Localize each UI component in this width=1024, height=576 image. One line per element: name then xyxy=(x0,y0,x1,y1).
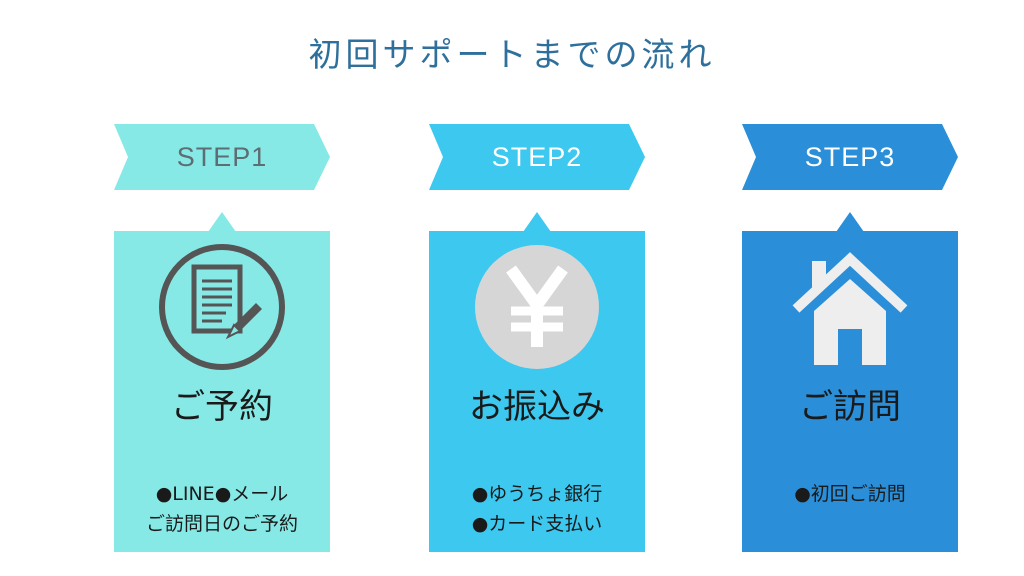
house-icon xyxy=(786,243,914,371)
step-2-banner: STEP2 xyxy=(429,124,645,190)
page-title: 初回サポートまでの流れ xyxy=(308,35,716,74)
chevron-banner-shape xyxy=(114,124,330,190)
step-2-card: お振込み ●ゆうちょ銀行 ●カード支払い xyxy=(429,212,645,552)
step-2-heading: お振込み xyxy=(469,387,605,427)
step-1-banner: STEP1 xyxy=(114,124,330,190)
step-1: STEP1 ご予約 ●LINE●メール ご訪問日のご予約 xyxy=(114,124,330,552)
description-line: ●カード支払い xyxy=(471,513,603,535)
step-2-description: ●ゆうちょ銀行 ●カード支払い xyxy=(429,479,645,539)
chevron-banner-shape xyxy=(742,124,958,190)
document-pen-icon xyxy=(158,243,286,371)
step-2-label: STEP2 xyxy=(491,142,583,172)
chevron-banner-shape xyxy=(429,124,645,190)
step-1-card: ご予約 ●LINE●メール ご訪問日のご予約 xyxy=(114,212,330,552)
step-1-label: STEP1 xyxy=(176,142,268,172)
pointer-triangle xyxy=(836,212,864,232)
step-3-heading: ご訪問 xyxy=(799,387,901,427)
step-3-card: ご訪問 ●初回ご訪問 xyxy=(742,212,958,552)
description-line: ●ゆうちょ銀行 xyxy=(471,483,603,505)
step-3-label: STEP3 xyxy=(804,142,896,172)
yen-coin-icon xyxy=(473,243,601,371)
pointer-triangle xyxy=(208,212,236,232)
step-3-description: ●初回ご訪問 xyxy=(742,479,958,509)
step-2: STEP2 お振込み ●ゆうちょ銀行 ●カード支払い xyxy=(429,124,645,552)
step-1-heading: ご予約 xyxy=(171,387,273,427)
step-3-banner: STEP3 xyxy=(742,124,958,190)
description-line: ご訪問日のご予約 xyxy=(145,513,298,535)
step-3: STEP3 ご訪問 ●初回ご訪問 xyxy=(742,124,958,552)
step-1-description: ●LINE●メール ご訪問日のご予約 xyxy=(114,479,330,539)
description-line: ●LINE●メール xyxy=(155,483,289,505)
description-line: ●初回ご訪問 xyxy=(794,483,906,505)
pointer-triangle xyxy=(523,212,551,232)
